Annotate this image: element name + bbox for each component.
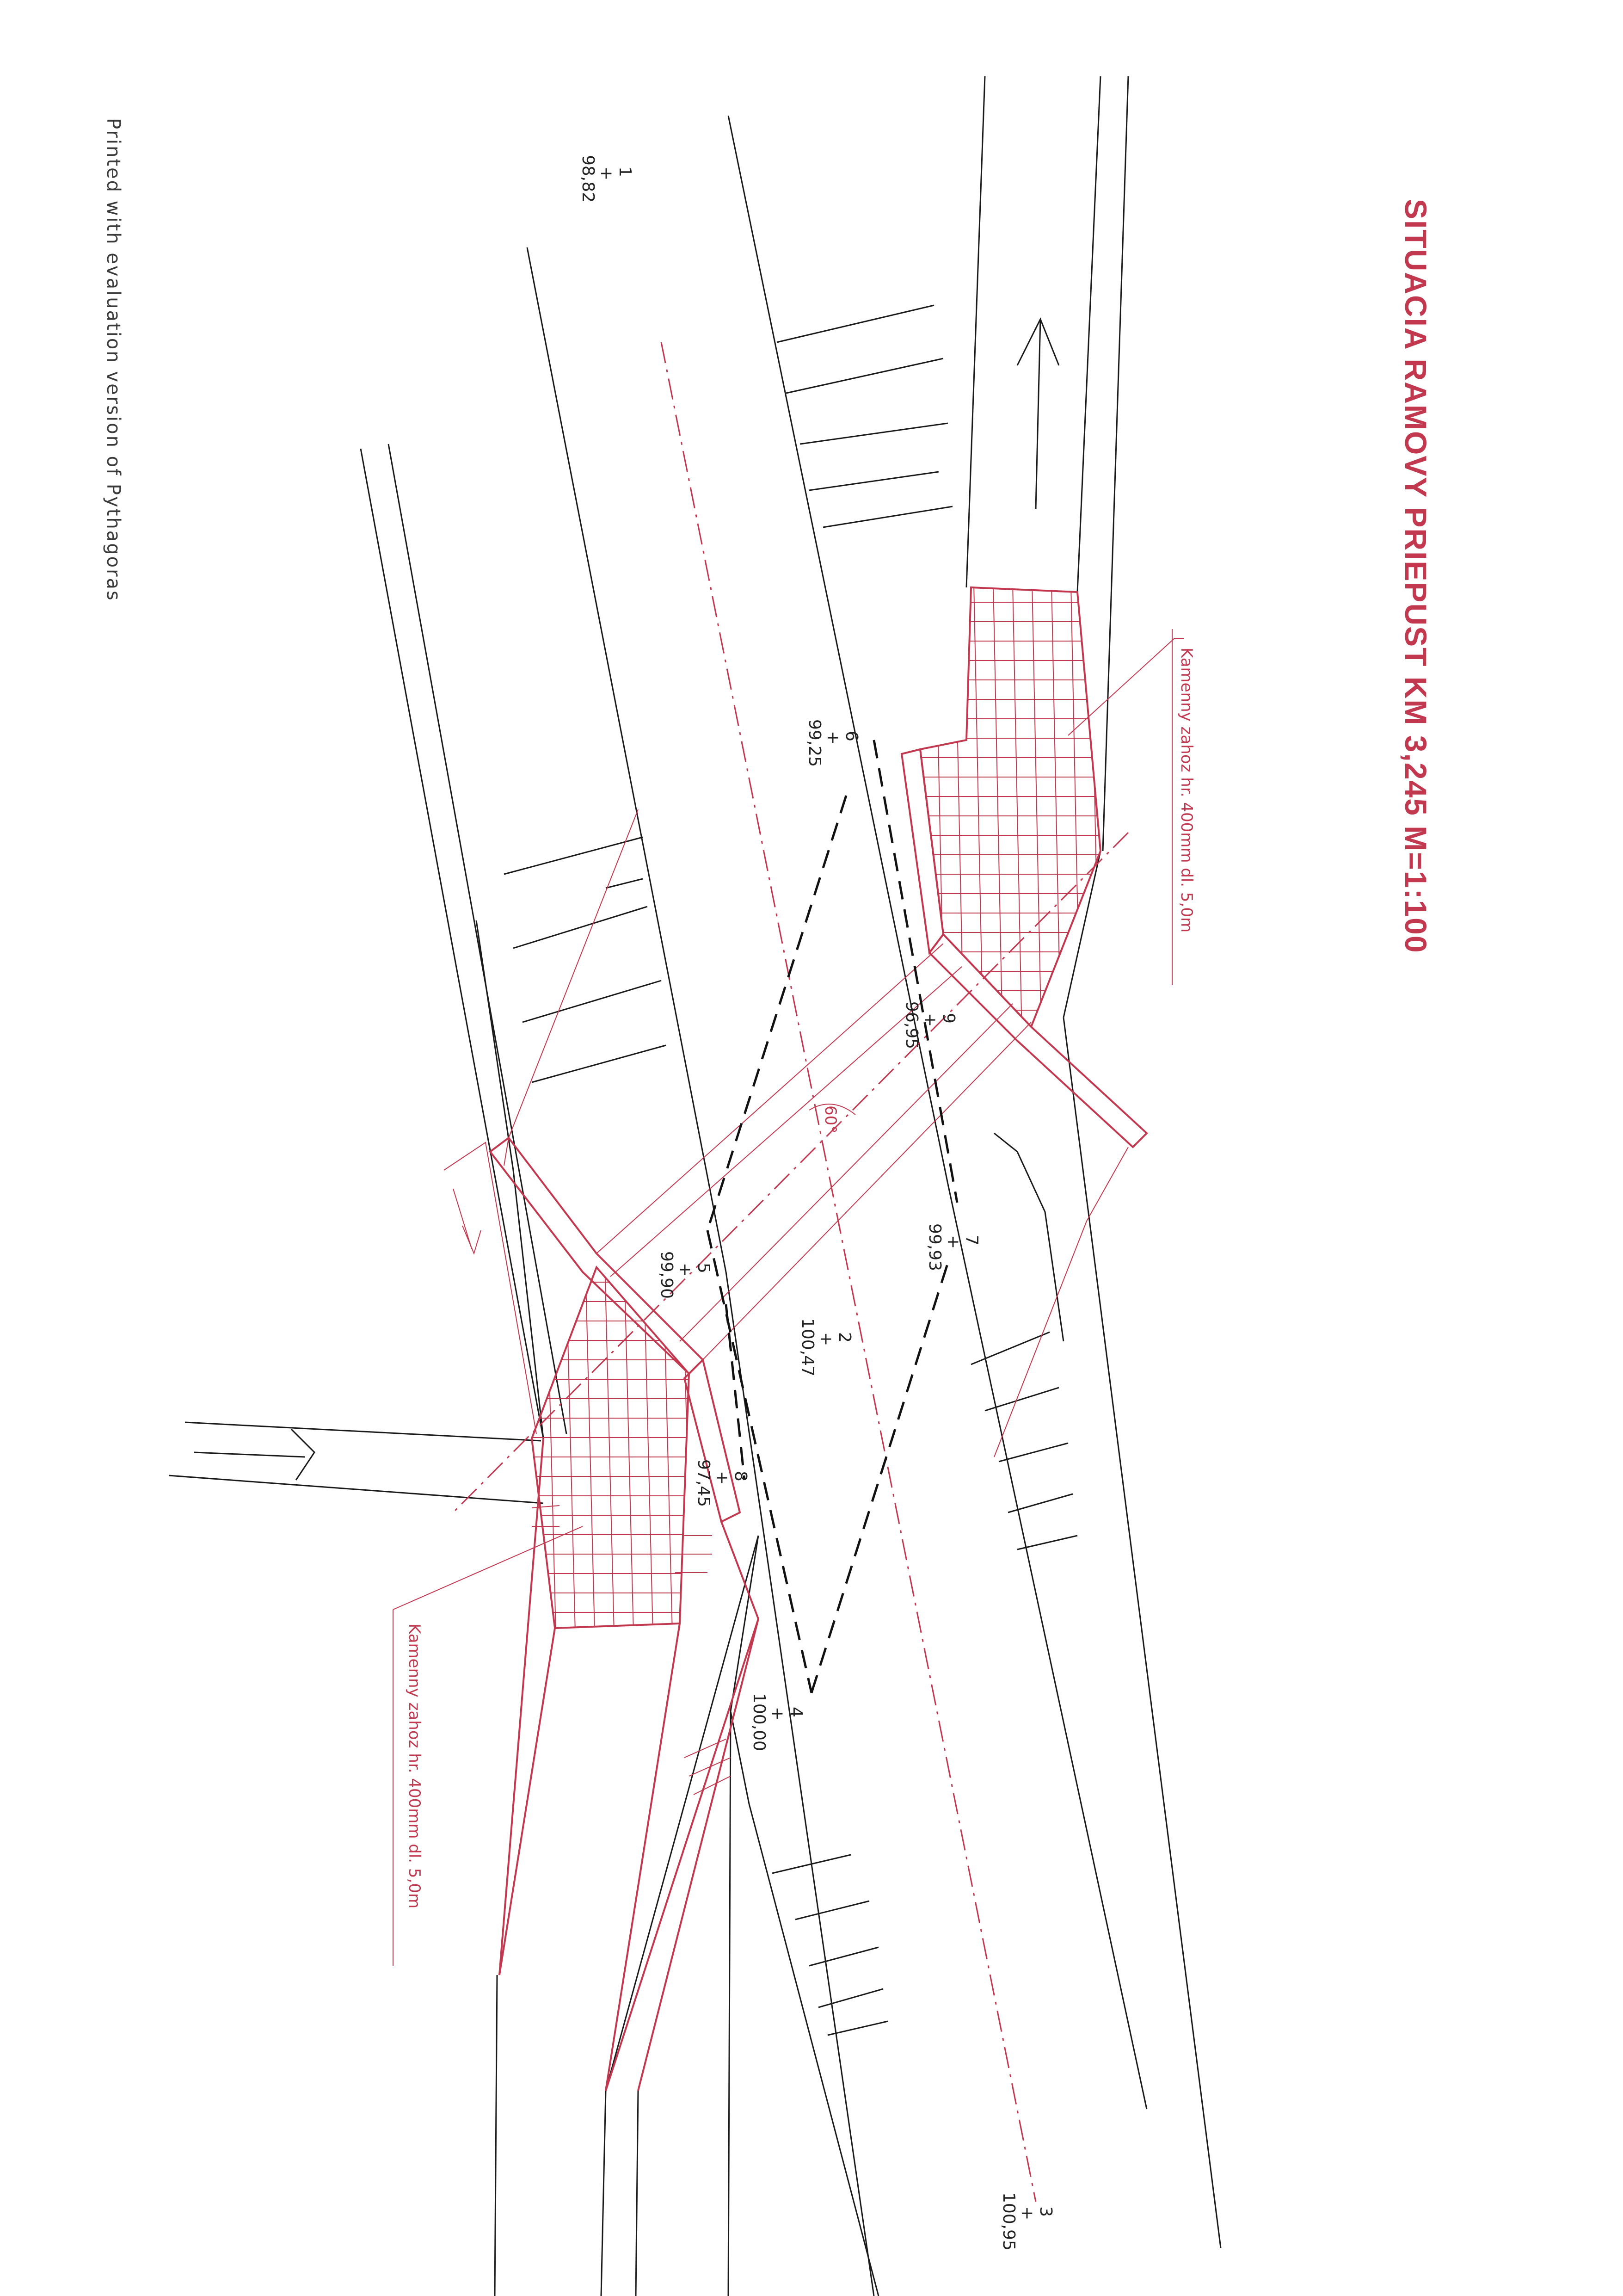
grid-line bbox=[585, 1267, 595, 1628]
point-2-number: 2 bbox=[835, 1332, 854, 1343]
grid-line bbox=[1090, 587, 1100, 1027]
grid-line bbox=[624, 1267, 634, 1628]
point-9: 9 + 96,95 bbox=[902, 1001, 958, 1049]
grid-line bbox=[993, 587, 1003, 1027]
point-7-marker: + bbox=[944, 1235, 963, 1249]
grid-line bbox=[566, 1267, 576, 1628]
point-5-height: 99,90 bbox=[657, 1251, 676, 1299]
point-1-marker: + bbox=[597, 167, 616, 180]
point-4: 4 + 100,00 bbox=[750, 1693, 805, 1751]
grid-line bbox=[920, 587, 925, 1027]
top-note-leader-2 bbox=[994, 1147, 1129, 1457]
point-1-height: 98,82 bbox=[578, 155, 597, 203]
grid-line bbox=[1110, 583, 1119, 1036]
bottom-note-text: Kamenny zahoz hr. 400mm dl. 5,0m bbox=[405, 1623, 424, 1908]
point-8-marker: + bbox=[713, 1471, 732, 1485]
grid-line bbox=[954, 587, 964, 1027]
point-1-number: 1 bbox=[615, 167, 634, 177]
point-6: 6 + 99,25 bbox=[805, 719, 861, 767]
point-9-height: 96,95 bbox=[902, 1001, 921, 1049]
point-6-number: 6 bbox=[842, 731, 861, 741]
grid-line bbox=[663, 1267, 673, 1628]
point-3: 3 + 100,95 bbox=[999, 2192, 1055, 2251]
point-2-marker: + bbox=[817, 1332, 836, 1346]
point-6-marker: + bbox=[824, 731, 842, 745]
point-4-number: 4 bbox=[787, 1707, 805, 1717]
point-3-marker: + bbox=[1018, 2206, 1037, 2220]
point-5-marker: + bbox=[676, 1263, 695, 1277]
point-4-height: 100,00 bbox=[750, 1693, 768, 1751]
grid-line bbox=[973, 587, 984, 1027]
survey-points: 1 + 98,82 2 + 100,47 3 + 100,95 4 + 100,… bbox=[578, 155, 1055, 2251]
point-4-marker: + bbox=[768, 1707, 787, 1721]
riprap-grid-bottom bbox=[532, 1267, 689, 1628]
point-7-height: 99,93 bbox=[925, 1223, 944, 1271]
point-8-number: 8 bbox=[731, 1471, 750, 1481]
grid-line bbox=[1051, 587, 1061, 1027]
point-8-height: 97,45 bbox=[694, 1459, 713, 1507]
grid-line bbox=[1070, 587, 1081, 1027]
road-linework bbox=[168, 76, 1222, 2296]
bottom-note-leader bbox=[393, 1526, 583, 1610]
point-6-height: 99,25 bbox=[805, 719, 824, 767]
angle-label: 60° bbox=[821, 1105, 840, 1133]
point-7-number: 7 bbox=[962, 1235, 981, 1246]
top-note-leader bbox=[1068, 638, 1184, 736]
slope-hatching bbox=[504, 304, 1078, 2036]
point-2: 2 + 100,47 bbox=[798, 1318, 854, 1376]
point-1: 1 + 98,82 bbox=[578, 155, 634, 203]
grid-line bbox=[1012, 587, 1022, 1027]
grid-top-lines bbox=[920, 583, 1119, 1036]
top-note-text: Kamenny zahoz hr. 400mm dl. 5,0m bbox=[1177, 648, 1196, 932]
top-note: Kamenny zahoz hr. 400mm dl. 5,0m bbox=[1177, 648, 1196, 932]
road-axis bbox=[660, 342, 1037, 2202]
bottom-note: Kamenny zahoz hr. 400mm dl. 5,0m bbox=[405, 1623, 424, 1908]
excavation-outline bbox=[706, 740, 959, 1693]
point-2-height: 100,47 bbox=[798, 1318, 817, 1376]
culvert-construction bbox=[393, 342, 1184, 2202]
grid-line bbox=[934, 587, 945, 1027]
grid-line bbox=[604, 1267, 615, 1628]
point-5-number: 5 bbox=[694, 1263, 713, 1273]
point-3-number: 3 bbox=[1036, 2206, 1055, 2217]
riprap-grid-top bbox=[920, 583, 1119, 1036]
point-5: 5 + 99,90 bbox=[657, 1251, 713, 1299]
point-9-marker: + bbox=[921, 1013, 940, 1027]
point-7: 7 + 99,93 bbox=[925, 1223, 981, 1271]
grid-line bbox=[643, 1267, 653, 1628]
point-8: 8 + 97,45 bbox=[694, 1459, 750, 1507]
culvert-axis bbox=[452, 832, 1129, 1513]
point-3-height: 100,95 bbox=[999, 2192, 1018, 2251]
grid-bottom-lines bbox=[532, 1267, 689, 1628]
point-9-number: 9 bbox=[939, 1013, 958, 1024]
grid-line bbox=[1032, 587, 1042, 1027]
